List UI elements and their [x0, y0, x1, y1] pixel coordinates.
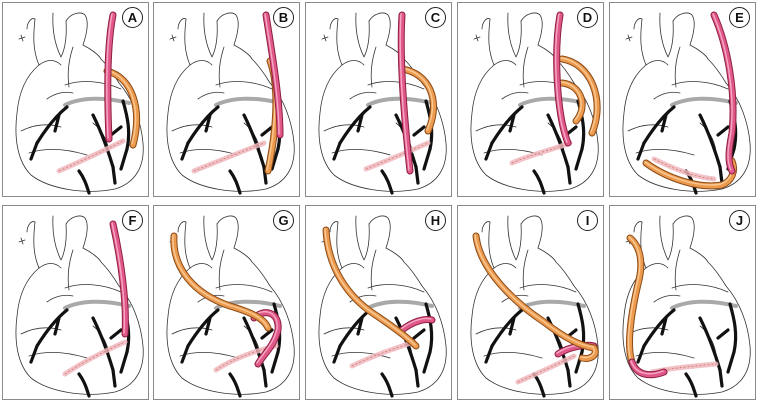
panel-g: G	[153, 205, 300, 400]
heart-illustration	[166, 215, 295, 398]
valve-ring	[63, 299, 131, 310]
coronary-arteries	[29, 99, 131, 195]
panel-label: I	[577, 210, 598, 231]
grafted-coronary-segment	[62, 339, 128, 377]
ita-graft	[262, 11, 284, 139]
coronary-arteries	[636, 302, 738, 398]
panel-label: B	[273, 7, 294, 28]
heart-illustration	[15, 215, 144, 398]
ita-graft	[397, 11, 414, 175]
valve-ring	[518, 96, 586, 107]
grafted-coronary-segment	[515, 353, 577, 385]
panel-h: H	[305, 205, 452, 400]
vein-graft	[558, 79, 586, 125]
vein-graft	[170, 232, 272, 332]
heart-illustration	[318, 215, 447, 398]
ita-graft	[553, 11, 572, 147]
panel-label: H	[425, 210, 446, 231]
heart-illustration	[470, 11, 601, 195]
coronary-arteries	[484, 99, 586, 195]
valve-ring	[63, 96, 131, 107]
vein-graft	[103, 67, 140, 149]
panel-b: B	[153, 2, 300, 197]
coronary-arteries	[29, 302, 131, 398]
heart-illustration	[470, 215, 599, 398]
heart-illustration	[318, 11, 447, 195]
panel-label: J	[729, 210, 750, 231]
ita-graft	[398, 316, 436, 334]
panel-label: C	[425, 7, 446, 28]
grafted-coronary-segment	[509, 140, 573, 166]
vein-graft	[322, 226, 420, 350]
coronary-arteries	[332, 302, 434, 398]
valve-ring	[670, 299, 738, 310]
grafted-coronary-segment	[349, 339, 417, 369]
valve-ring	[214, 96, 282, 107]
heart-outline	[15, 12, 144, 192]
valve-ring	[366, 299, 434, 310]
ita-graft	[109, 220, 129, 338]
panel-label: E	[729, 7, 750, 28]
heart-illustration	[166, 11, 295, 195]
panel-f: F	[2, 205, 149, 400]
coronary-arteries	[180, 99, 282, 195]
vein-graft	[558, 55, 601, 137]
grafted-coronary-segment	[651, 156, 717, 182]
ita-graft	[250, 309, 282, 368]
grafted-coronary-segment	[363, 140, 431, 172]
panel-c: C	[305, 2, 452, 197]
panel-label: G	[273, 210, 294, 231]
heart-illustration	[622, 11, 751, 195]
ita-graft	[628, 358, 668, 379]
valve-ring	[670, 96, 738, 107]
valve-ring	[518, 299, 586, 310]
ita-graft	[104, 11, 117, 143]
vein-graft	[472, 232, 599, 362]
panel-label: D	[577, 7, 598, 28]
heart-illustration	[15, 11, 144, 195]
panel-a: A	[2, 2, 149, 197]
vein-graft	[626, 234, 645, 366]
panel-d: D	[457, 2, 604, 197]
panel-j: J	[609, 205, 756, 400]
ita-graft	[710, 11, 737, 175]
panel-label: F	[122, 210, 143, 231]
panel-label: A	[122, 7, 143, 28]
panel-i: I	[457, 205, 604, 400]
panel-e: E	[609, 2, 756, 197]
heart-illustration	[622, 215, 751, 398]
grafted-coronary-segment	[191, 140, 267, 174]
grafted-coronary-segment	[56, 138, 126, 174]
vein-graft	[398, 65, 437, 135]
